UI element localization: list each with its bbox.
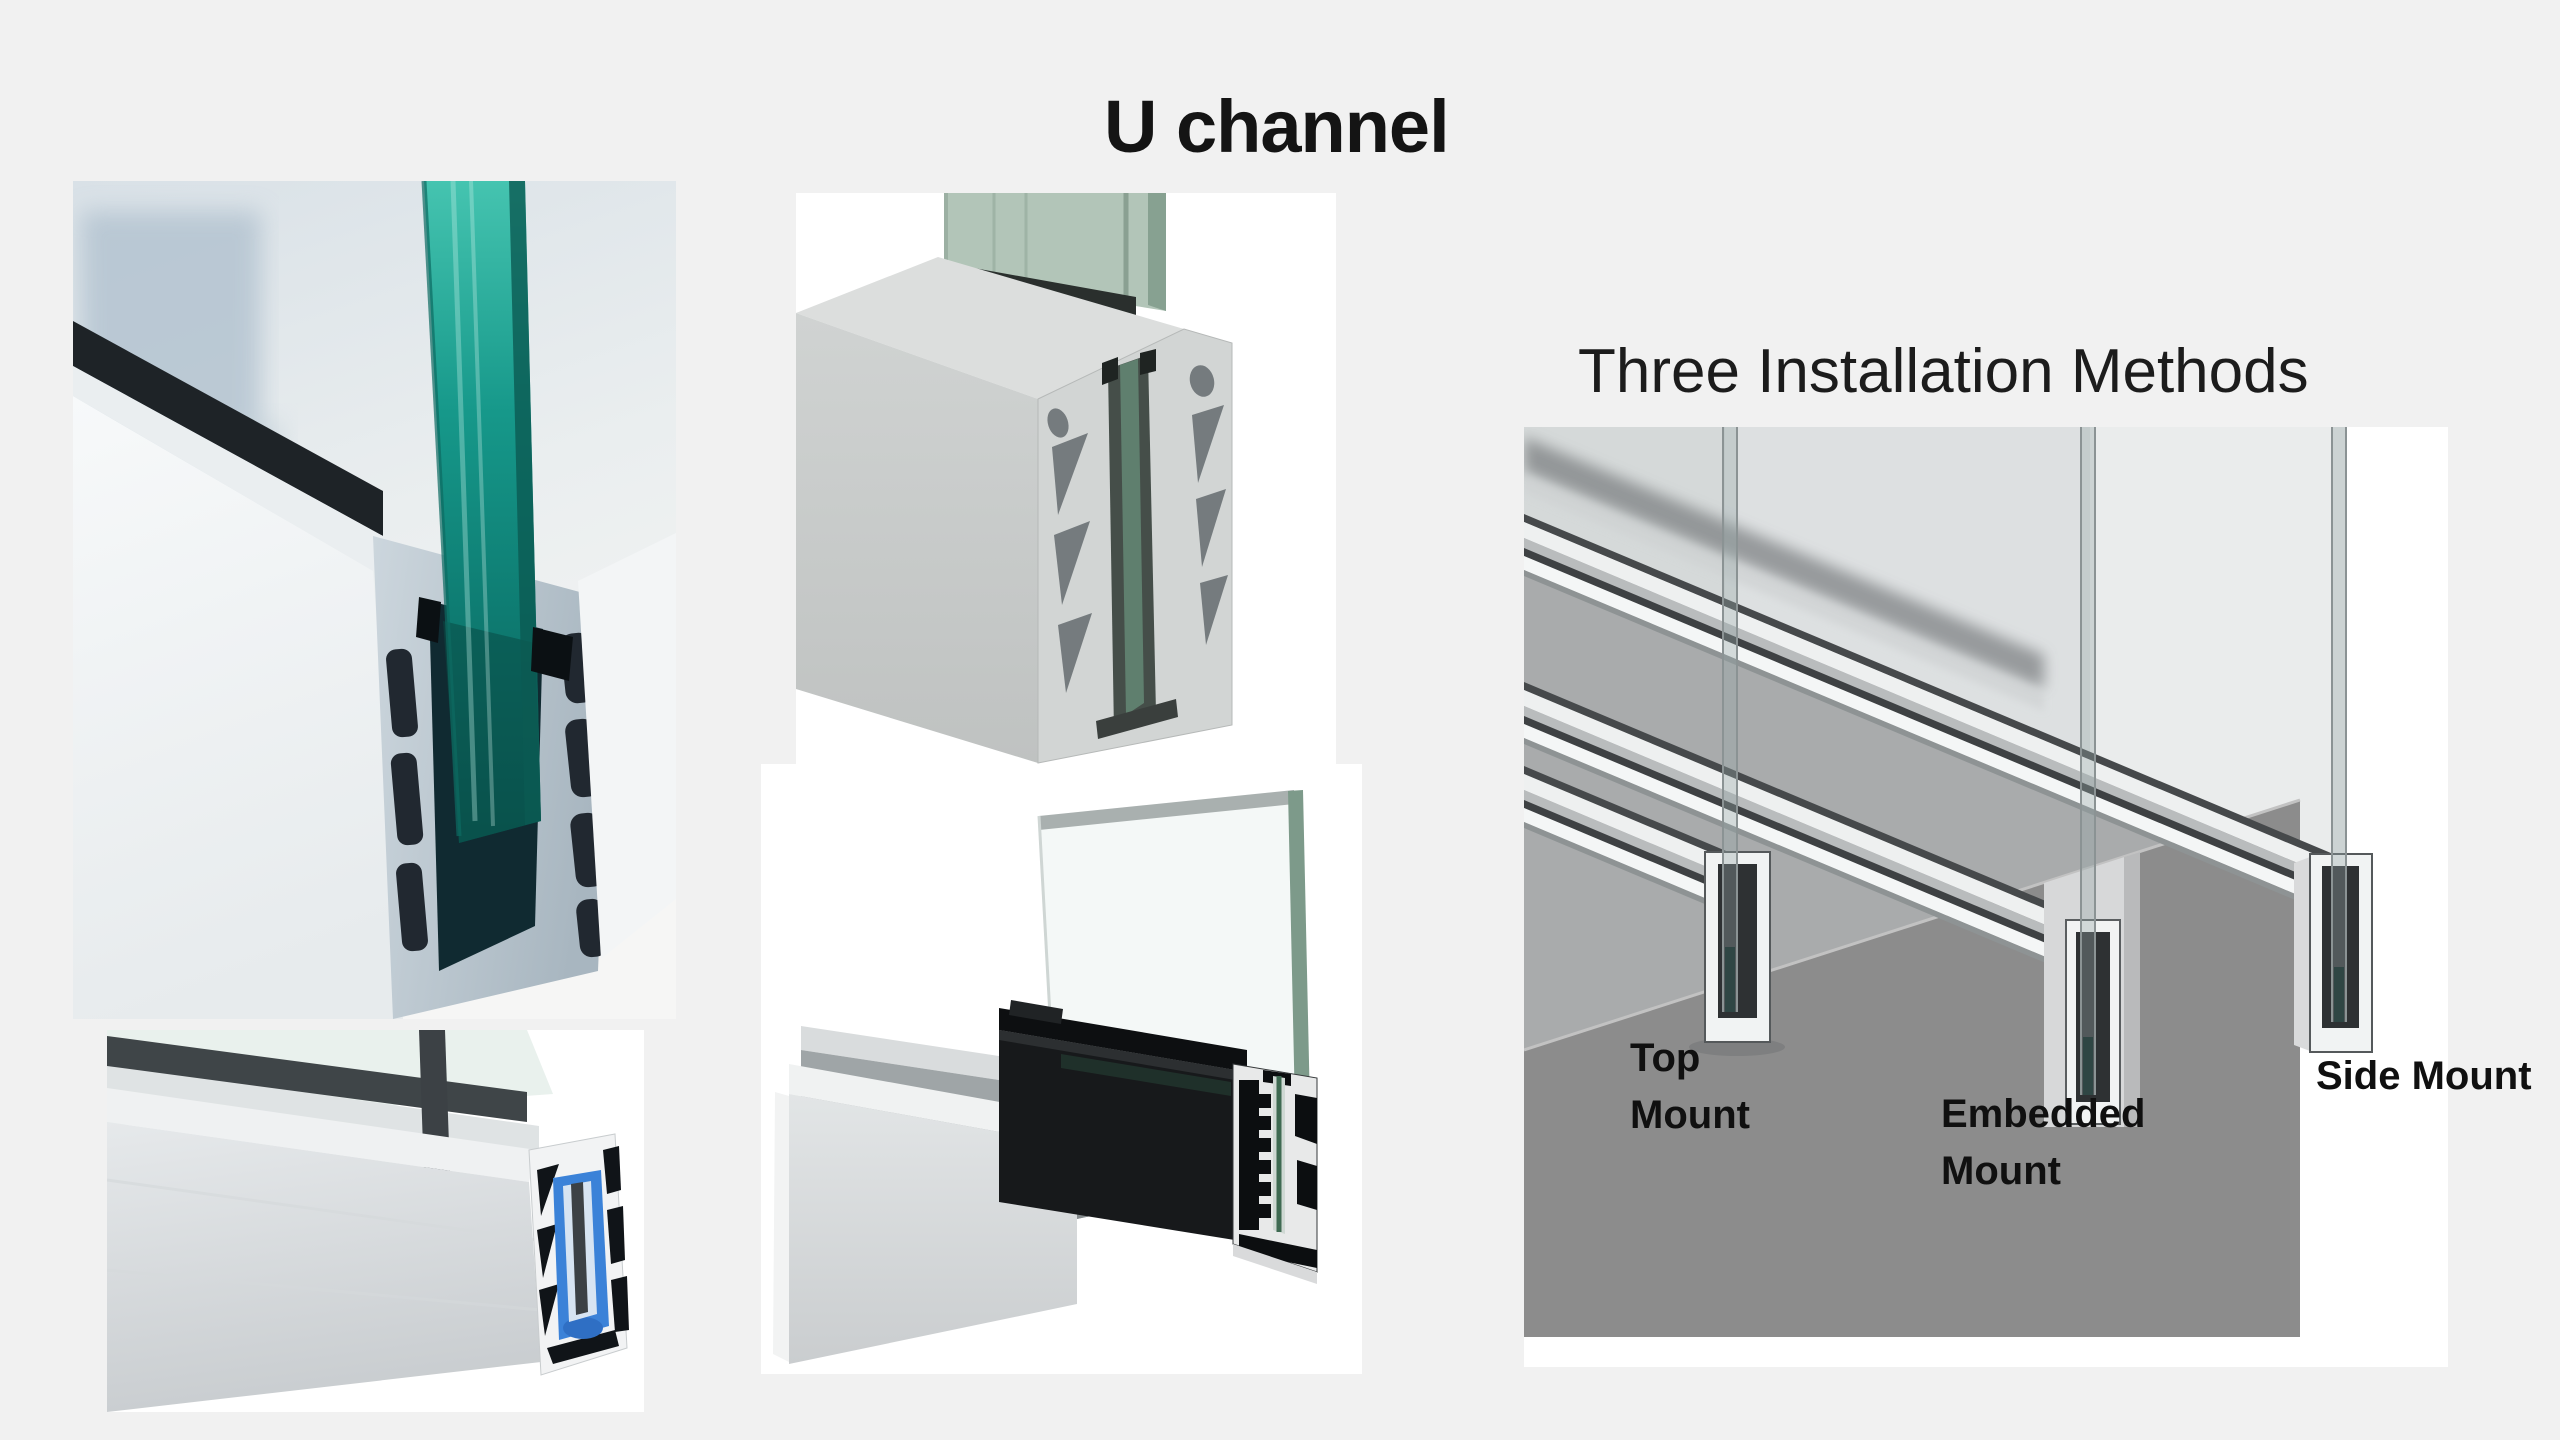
- two-channels-illustration: [761, 764, 1362, 1374]
- white-cladding: [578, 533, 676, 959]
- top-gasket-strip: [73, 321, 383, 536]
- rail-top-mount: [1524, 766, 1738, 918]
- cutouts: [1047, 365, 1228, 693]
- photo-channel-blue-sealant: [107, 1030, 644, 1412]
- label-embedded-mount-line1: Embedded: [1941, 1092, 2146, 1136]
- page-title: U channel: [1104, 85, 1450, 168]
- u-channel-body: [796, 257, 1233, 764]
- gasket-right: [531, 627, 573, 681]
- installation-diagram-illustration: [1523, 427, 2448, 1367]
- glass-in-slot: [1120, 359, 1144, 715]
- gasket-wedge: [1009, 1000, 1063, 1024]
- glass-sheet-edges: [1722, 427, 2347, 1095]
- installation-heading: Three Installation Methods: [1578, 337, 2309, 406]
- far-rail-blur: [1524, 437, 2044, 711]
- photo-two-channels-clear-glass: [761, 764, 1362, 1374]
- label-top-mount-line2: Mount: [1630, 1093, 1750, 1137]
- photo-grey-profile-green-glass: [796, 193, 1336, 770]
- label-side-mount: Side Mount: [2316, 1048, 2532, 1105]
- cutouts: [1239, 1070, 1317, 1268]
- channel-blue-sealant-illustration: [107, 1030, 644, 1412]
- grey-profile-illustration: [796, 193, 1336, 770]
- photo-glass-channel-closeup: [73, 181, 676, 1019]
- label-embedded-mount: Embedded Mount: [1941, 1086, 2145, 1200]
- label-side-mount-line1: Side Mount: [2316, 1054, 2532, 1098]
- gasket-left: [416, 597, 441, 643]
- rail-embedded: [1524, 682, 2098, 985]
- glass-channel-closeup-illustration: [73, 181, 676, 1019]
- installation-diagram: [1523, 427, 2448, 1367]
- rail-side-mount: [1524, 514, 2338, 918]
- black-channel: [999, 1000, 1318, 1284]
- u-channel-body: [107, 1088, 629, 1412]
- label-top-mount: Top Mount: [1630, 1030, 1750, 1144]
- teal-glass-panel: [416, 181, 573, 843]
- label-top-mount-line1: Top: [1630, 1036, 1701, 1080]
- cutouts: [537, 1146, 629, 1364]
- label-embedded-mount-line2: Mount: [1941, 1149, 2061, 1193]
- glass-in-slot: [571, 1182, 588, 1315]
